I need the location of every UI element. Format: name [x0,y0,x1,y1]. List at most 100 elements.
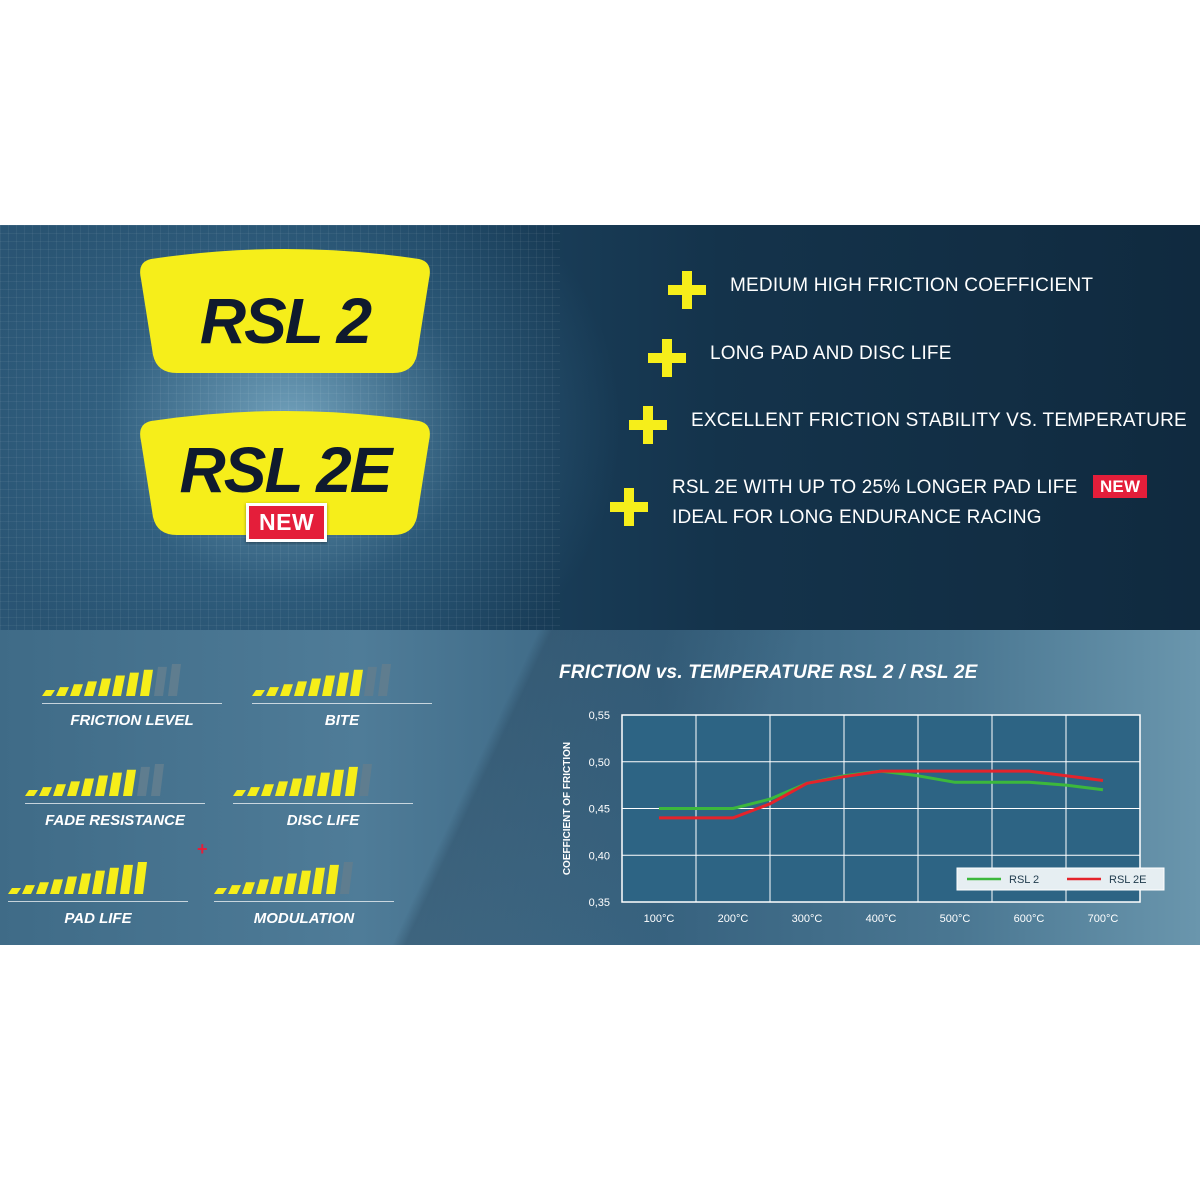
feature-text: MEDIUM HIGH FRICTION COEFFICIENT [730,275,1094,296]
rating-underline [8,901,188,902]
rating-bar-filled [266,687,279,696]
rating-bar-filled [280,684,293,696]
rating-bar-filled [42,690,55,696]
y-tick-label: 0,55 [589,710,610,722]
rating-label: FADE RESISTANCE [45,812,185,829]
rating-label: BITE [324,712,360,729]
rating-bar-empty [151,764,164,796]
rating-bar-empty [168,664,181,696]
rating-bar-filled [109,772,122,796]
pad-rsl2-label: RSL 2 [200,285,372,357]
rating-modulation [214,858,404,901]
plus-icon [629,406,667,444]
x-tick-label: 100°C [644,913,675,925]
y-tick-label: 0,50 [589,757,610,769]
rating-plus-icon: + [197,839,208,859]
rating-bar-filled [92,870,105,894]
rating-bar-filled [233,790,246,796]
rating-bar-filled [214,888,227,894]
rating-bar-filled [270,876,283,894]
rating-bar-filled [106,867,119,894]
features-panel: RSL 2 RSL 2E NEW MEDIUM HIGH FRICTION CO… [0,225,1200,630]
rating-bar-filled [39,787,52,796]
new-badge-pad: NEW [246,503,328,542]
legend-label: RSL 2E [1109,874,1147,886]
pad-rsl2e-label: RSL 2E [180,434,395,506]
pad-rsl2e: RSL 2E [135,407,435,542]
rating-bar-filled [98,678,111,696]
rating-bar-filled [50,879,63,894]
y-tick-label: 0,45 [589,804,610,816]
plus-icon [648,339,686,377]
rating-bar-filled [67,781,80,796]
chart-legend [956,867,1165,891]
plus-icon [668,271,706,309]
rating-pad-life [8,858,198,901]
plus-icon [610,488,648,526]
x-tick-label: 600°C [1014,913,1045,925]
rating-bar-filled [81,778,94,796]
rating-bar-filled [312,867,325,894]
feature-text: IDEAL FOR LONG ENDURANCE RACING [672,507,1042,528]
x-tick-label: 500°C [940,913,971,925]
rating-bar-empty [364,666,377,696]
series-line-rsl2e [659,769,1104,820]
rating-bar-filled [70,684,83,696]
rating-bar-filled [284,873,297,894]
rating-label: MODULATION [253,910,355,927]
rating-bar-filled [322,675,335,696]
rating-bar-filled [120,864,133,894]
rating-bar-filled [64,876,77,894]
rating-label: PAD LIFE [64,910,132,927]
new-badge-feature: NEW [1092,475,1148,498]
brake-pad-shape-icon: RSL 2E [140,411,430,535]
feature-text: RSL 2E WITH UP TO 25% LONGER PAD LIFE [672,477,1078,498]
rating-bar-filled [336,672,349,696]
rating-bar-filled [8,888,21,894]
x-tick-label: 200°C [718,913,749,925]
rating-bar-filled [242,882,255,894]
rating-bar-filled [256,879,269,894]
rating-bar-filled [123,769,136,796]
rating-underline [25,803,205,804]
rating-bar-filled [345,766,358,796]
rating-bar-filled [261,784,274,796]
rating-bar-filled [350,669,363,696]
rating-bar-filled [56,687,69,696]
feature-text: EXCELLENT FRICTION STABILITY VS. TEMPERA… [691,410,1187,431]
x-tick-label: 400°C [866,913,897,925]
rating-bar-empty [378,664,391,696]
rating-bar-empty [340,862,353,894]
rating-bar-filled [134,862,147,894]
rating-underline [214,901,394,902]
rating-underline [233,803,413,804]
rating-bar-filled [84,681,97,696]
product-banner: RSL 2 RSL 2E NEW MEDIUM HIGH FRICTION CO… [0,225,1200,945]
chart-title: FRICTION vs. TEMPERATURE RSL 2 / RSL 2E [559,662,978,683]
x-tick-label: 300°C [792,913,823,925]
rating-bar-filled [317,772,330,796]
rating-bar-empty [359,764,372,796]
rating-bar-filled [22,885,35,894]
rating-bar-filled [140,669,153,696]
rating-fade-resistance [25,760,215,803]
feature-item: EXCELLENT FRICTION STABILITY VS. TEMPERA… [629,406,1187,444]
rating-bars [42,664,181,696]
rating-bars [25,764,164,796]
rating-bar-filled [326,864,339,894]
brake-pad-shape-icon: RSL 2 [140,249,430,373]
rating-bar-filled [25,790,38,796]
rating-bar-filled [247,787,260,796]
rating-bar-filled [298,870,311,894]
rating-bar-filled [95,775,108,796]
rating-bar-filled [78,873,91,894]
feature-item: MEDIUM HIGH FRICTION COEFFICIENT [668,271,1093,309]
rating-underline [252,703,432,704]
rating-bar-filled [331,769,344,796]
rating-bar-filled [126,672,139,696]
rating-bar-filled [303,775,316,796]
rating-bars [214,862,353,894]
rating-bar-filled [294,681,307,696]
rating-bar-filled [228,885,241,894]
